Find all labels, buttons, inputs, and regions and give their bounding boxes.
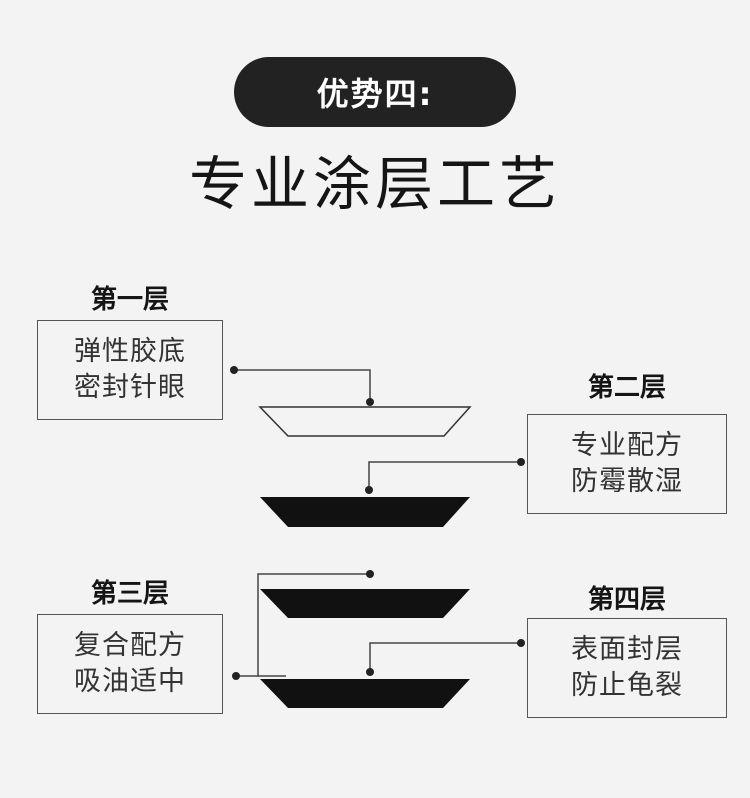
- advantage-badge-label: 优势四:: [316, 75, 434, 113]
- layer-4-connector: [366, 639, 525, 676]
- layer-3-plate: [260, 589, 470, 618]
- layer-1-plate: [258, 406, 472, 437]
- layer-2-line-2: 防霉散湿: [571, 466, 683, 497]
- advantage-badge: 优势四:: [234, 57, 516, 127]
- layer-3-connector: [232, 570, 374, 680]
- layer-2-box: 专业配方 防霉散湿: [527, 414, 727, 514]
- layer-4-box: 表面封层 防止龟裂: [527, 618, 727, 718]
- layer-3-heading: 第三层: [90, 579, 169, 609]
- layer-1-line-1: 弹性胶底: [74, 336, 186, 367]
- layer-4-heading: 第四层: [587, 585, 666, 615]
- layer-2-connector: [365, 458, 525, 494]
- layer-3-line-1: 复合配方: [74, 630, 186, 661]
- layer-2-plate: [260, 497, 470, 527]
- layer-2-heading: 第二层: [587, 373, 666, 403]
- layer-1-box: 弹性胶底 密封针眼: [37, 320, 223, 420]
- layer-4-plate: [260, 679, 470, 708]
- layer-1-heading: 第一层: [90, 285, 169, 315]
- layer-1-connector: [230, 366, 374, 406]
- layer-3-line-2: 吸油适中: [74, 666, 186, 697]
- layer-1-line-2: 密封针眼: [74, 372, 186, 403]
- layer-3-box: 复合配方 吸油适中: [37, 614, 223, 714]
- layer-4-line-2: 防止龟裂: [571, 670, 683, 701]
- layer-4-line-1: 表面封层: [571, 634, 683, 665]
- layer-2-line-1: 专业配方: [571, 430, 683, 461]
- page-title: 专业涂层工艺: [188, 150, 561, 218]
